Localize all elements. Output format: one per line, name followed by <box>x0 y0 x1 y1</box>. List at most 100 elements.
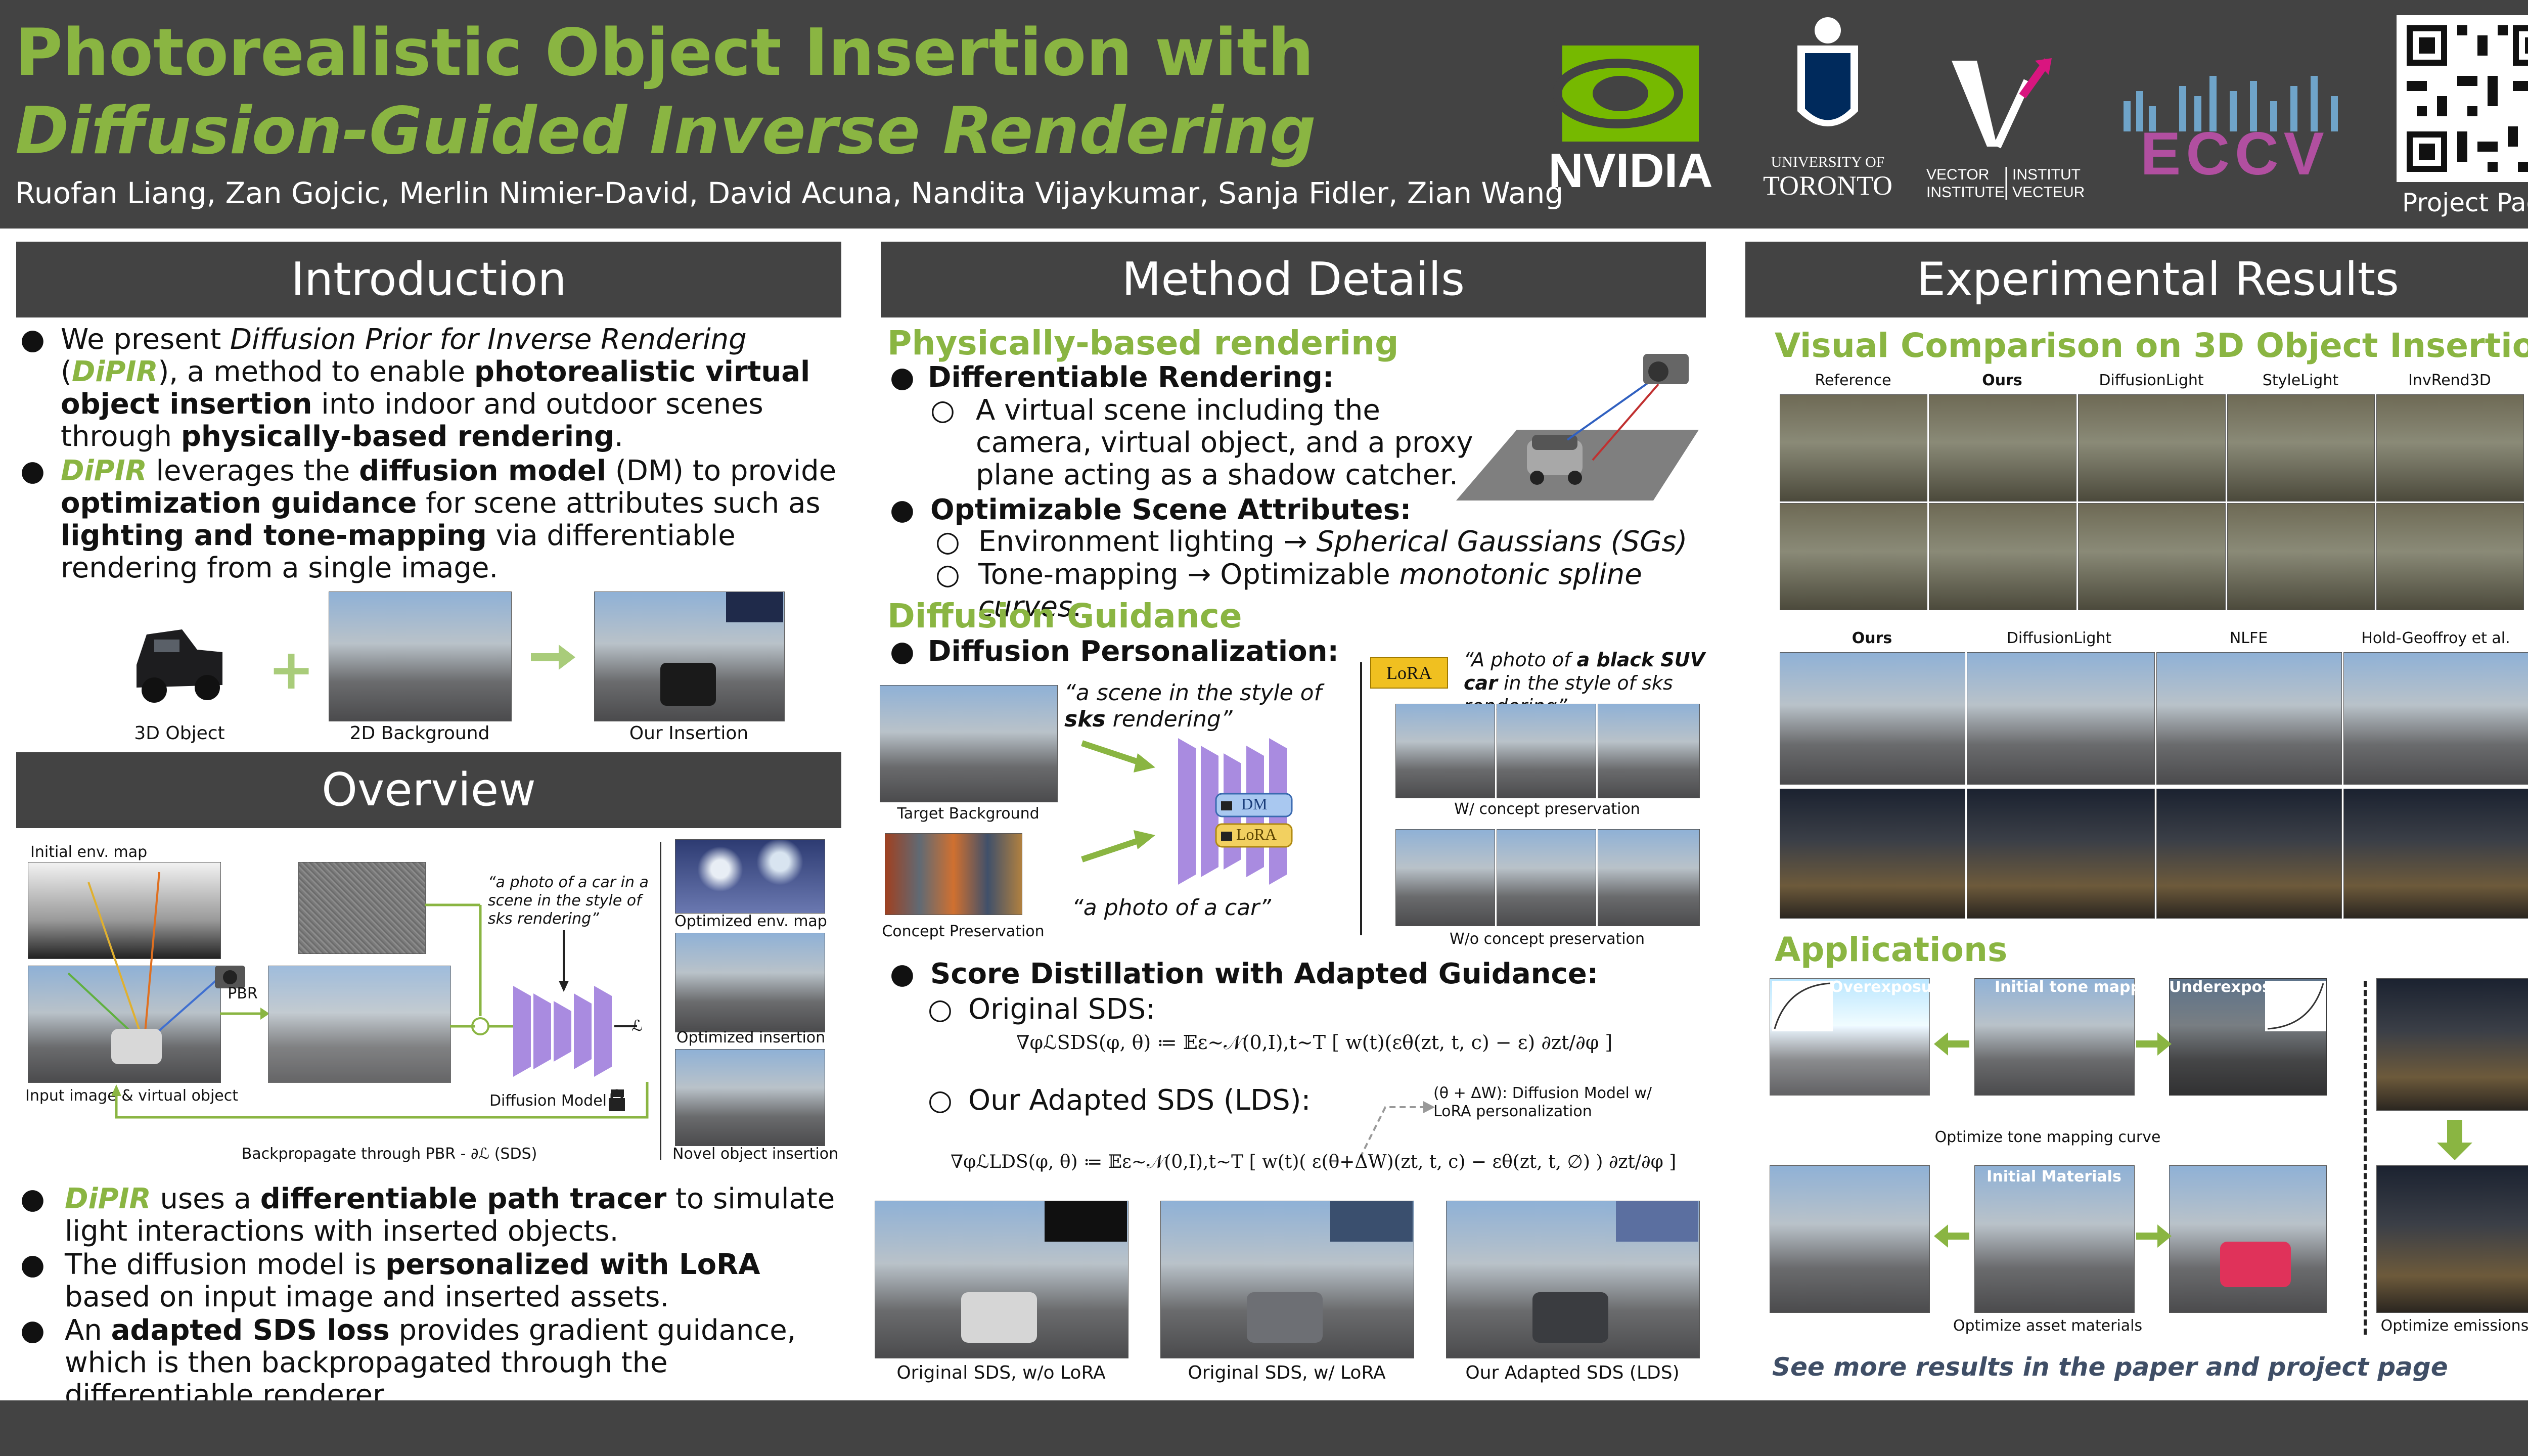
comparison-label: Ours <box>1852 629 1892 647</box>
note-lora-personalization: (θ + ΔW): Diffusion Model w/ LoRA person… <box>1433 1084 1652 1120</box>
inserted-car <box>1247 1292 1323 1343</box>
inserted-car <box>660 663 716 706</box>
text: via differentiable rendering from a sing… <box>61 519 736 584</box>
bold-text: differentiable path tracer <box>260 1182 667 1215</box>
label-with-preservation: W/ concept preservation <box>1454 800 1640 818</box>
text: “A photo of <box>1464 649 1577 671</box>
divider <box>660 842 661 1160</box>
bullet-dot: ● <box>20 1314 45 1347</box>
backprop-arrow <box>111 1082 649 1119</box>
text: . <box>1072 590 1081 623</box>
subheading-visual-comparison: Visual Comparison on 3D Object Insertion <box>1775 326 2528 365</box>
caption-adapted-sds: Our Adapted SDS (LDS) <box>1465 1362 1680 1383</box>
equation-lds: ∇φℒLDS(φ, θ) ≔ 𝔼ε∼𝒩(0,I),t∼T [ w(t)( ε(θ… <box>951 1152 1677 1172</box>
arrow-right-icon <box>531 645 575 670</box>
noise-image <box>298 862 426 954</box>
optimized-env-map-image <box>675 839 825 914</box>
caption-3d-object: 3D Object <box>134 723 225 744</box>
footer-bar <box>0 1400 2528 1456</box>
indoor-2-ours <box>1929 503 2076 610</box>
bullet-dot: ● <box>890 958 915 990</box>
uoft-bottom: TORONTO <box>1763 170 1892 201</box>
label-concept-preservation: Concept Preservation <box>882 923 1045 940</box>
indoor-2-stylelight <box>2227 503 2375 610</box>
project-page-label[interactable]: Project Page <box>2402 188 2528 217</box>
label-initial-env-map: Initial env. map <box>30 843 148 861</box>
uoft-logo: UNIVERSITY OF TORONTO <box>1763 17 1892 201</box>
without-preservation-2 <box>1497 829 1596 926</box>
equation-sds: ∇φℒSDS(φ, θ) ≔ 𝔼ε∼𝒩(0,I),t∼T [ w(t)(εθ(z… <box>1016 1031 1613 1054</box>
dipir-name: DiPIR <box>65 1182 151 1215</box>
initial-material-image <box>1974 1165 2135 1313</box>
text: uses a <box>151 1182 260 1215</box>
vector-institute-logo: VECTOR INSTITUTE INSTITUT VECTEUR <box>1926 58 2085 201</box>
bold-text: sks <box>1064 706 1106 732</box>
vector-right-1: INSTITUT <box>2012 166 2081 183</box>
vector-left-1: VECTOR <box>1926 166 1989 183</box>
sub-bullet-original-sds: ○Original SDS: <box>928 993 1332 1026</box>
label-optimized-insertion: Optimized insertion <box>676 1029 826 1046</box>
lora-tag: LoRA <box>1370 657 1448 689</box>
label-without-preservation: W/o concept preservation <box>1449 930 1645 948</box>
sub-bullet-env: ○Environment lighting → Spherical Gaussi… <box>935 526 1694 558</box>
intro-bullet-2: ● DiPIR leverages the diffusion model (D… <box>20 455 839 584</box>
lora-unet-diagram <box>1081 738 1293 885</box>
bullet-circle: ○ <box>928 1084 953 1117</box>
indoor-1-invrend3d <box>2376 394 2524 502</box>
nvidia-logo: NVIDIA <box>1548 46 1713 197</box>
italic-text: Spherical Gaussians (SGs) <box>1316 525 1688 558</box>
bold-text: photorealistic virtual object insertion <box>61 355 810 421</box>
label-optimized-env-map: Optimized env. map <box>674 913 827 930</box>
title-line-1: Photorealistic Object Insertion with <box>15 15 1314 90</box>
emission-optimized-image <box>2376 1165 2528 1313</box>
caption-original-sds-no-lora: Original SDS, w/o LoRA <box>896 1362 1106 1383</box>
lora-block-label: LoRA <box>1236 825 1277 843</box>
header-bar <box>0 0 2528 229</box>
outdoor-2-ours <box>1780 789 1965 919</box>
subheading-diffusion: Diffusion Guidance <box>887 597 1242 635</box>
label-initial-materials: Initial Materials <box>1987 1168 2121 1186</box>
text: Diffusion Personalization: <box>928 635 1339 668</box>
text: based on input image and inserted assets… <box>65 1281 669 1313</box>
see-more-text[interactable]: See more results in the paper and projec… <box>1772 1352 2448 1382</box>
outdoor-1-ours <box>1780 652 1965 785</box>
subheading-pbr: Physically-based rendering <box>887 324 1399 362</box>
label-prompt: “a photo of a car in a scene in the styl… <box>488 874 649 928</box>
arrow-left-icon <box>1934 1032 1969 1056</box>
initial-tone-image <box>1974 978 2135 1096</box>
label-diffusion-model: Diffusion Model <box>489 1092 607 1110</box>
bold-text: diffusion model <box>359 454 607 487</box>
label-optimize-materials: Optimize asset materials <box>1953 1317 2143 1335</box>
bullet-circle: ○ <box>935 525 960 558</box>
diffusion-pipeline-diagram <box>425 903 637 1097</box>
arrow-right-icon <box>2136 1032 2172 1056</box>
label-overexposure: Overexposure <box>1830 978 1950 996</box>
sub-bullet-adapted-sds: ○ Our Adapted SDS (LDS): <box>928 1084 1383 1117</box>
bold-text: lighting and tone-mapping <box>61 519 487 552</box>
with-preservation-2 <box>1497 704 1596 798</box>
indoor-2-diffusionlight <box>2078 503 2226 610</box>
camera-icon <box>215 966 245 988</box>
bullet-circle: ○ <box>928 993 953 1026</box>
text: A virtual scene including the camera, vi… <box>976 394 1473 491</box>
outdoor-2-nlfe <box>2156 789 2342 919</box>
bullet-dot: ● <box>20 1182 45 1215</box>
material-result-1 <box>1770 1165 1930 1313</box>
label-underexposure: Underexposure <box>2169 978 2300 996</box>
bold-text: personalized with LoRA <box>385 1248 760 1281</box>
without-preservation-3 <box>1598 829 1700 926</box>
bullet-optimizable-attributes: ●Optimizable Scene Attributes: <box>890 494 1699 526</box>
text: into indoor and outdoor scenes through <box>61 388 763 453</box>
outdoor-1-diffusionlight <box>1967 652 2155 785</box>
tone-curve-under <box>2265 981 2326 1031</box>
caption-original-sds-with-lora: Original SDS, w/ LoRA <box>1188 1362 1386 1383</box>
bullet-dot: ● <box>890 361 915 394</box>
inserted-car <box>961 1292 1037 1343</box>
nvidia-wordmark: NVIDIA <box>1548 144 1712 197</box>
eccv-wordmark: ECCV <box>2140 120 2329 182</box>
text: Our Adapted SDS (LDS): <box>968 1084 1311 1117</box>
qr-code[interactable] <box>2397 15 2528 182</box>
text: Differentiable Rendering: <box>928 361 1334 394</box>
text: “a scene in the style of <box>1064 680 1322 706</box>
bullet-diffusion-personalization: ●Diffusion Personalization: <box>890 635 1395 668</box>
